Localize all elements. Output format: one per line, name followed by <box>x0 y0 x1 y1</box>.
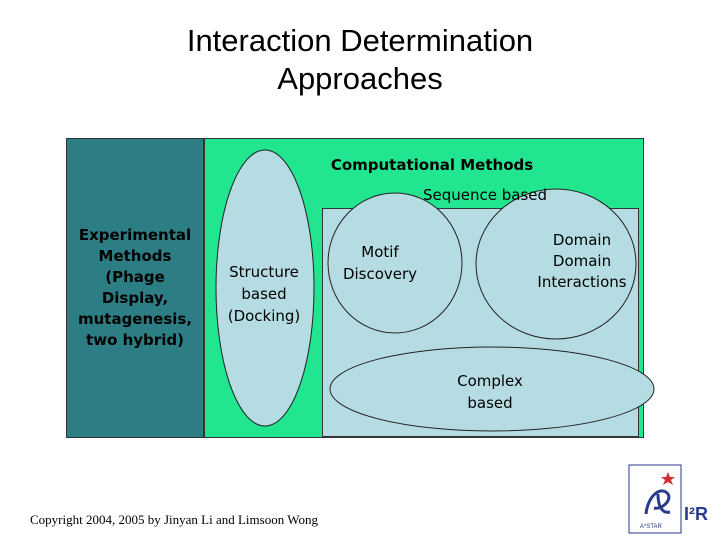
computational-methods-label: Computational Methods <box>330 156 534 174</box>
svg-text:I²R: I²R <box>684 504 708 524</box>
astar-i2r-logo: A*STAR I²R <box>628 464 708 534</box>
domain-interactions-ellipse <box>475 188 637 340</box>
sequence-based-label: Sequence based <box>422 186 548 204</box>
structure-based-label: Structure based (Docking) <box>227 263 301 325</box>
complex-based-label: Complex based <box>457 372 523 412</box>
motif-discovery-ellipse <box>327 192 463 334</box>
domain-interactions-label: Domain Domain Interactions <box>537 231 627 291</box>
motif-discovery-label: Motif Discovery <box>342 243 418 283</box>
copyright-footer: Copyright 2004, 2005 by Jinyan Li and Li… <box>30 512 318 527</box>
experimental-methods-box <box>66 138 204 438</box>
svg-text:A*STAR: A*STAR <box>640 524 663 530</box>
structure-based-ellipse <box>215 149 315 427</box>
slide-title: Interaction Determination Approaches <box>186 23 534 96</box>
experimental-methods-label: Experimental Methods (Phage Display, mut… <box>77 226 193 349</box>
complex-based-ellipse <box>329 346 655 432</box>
